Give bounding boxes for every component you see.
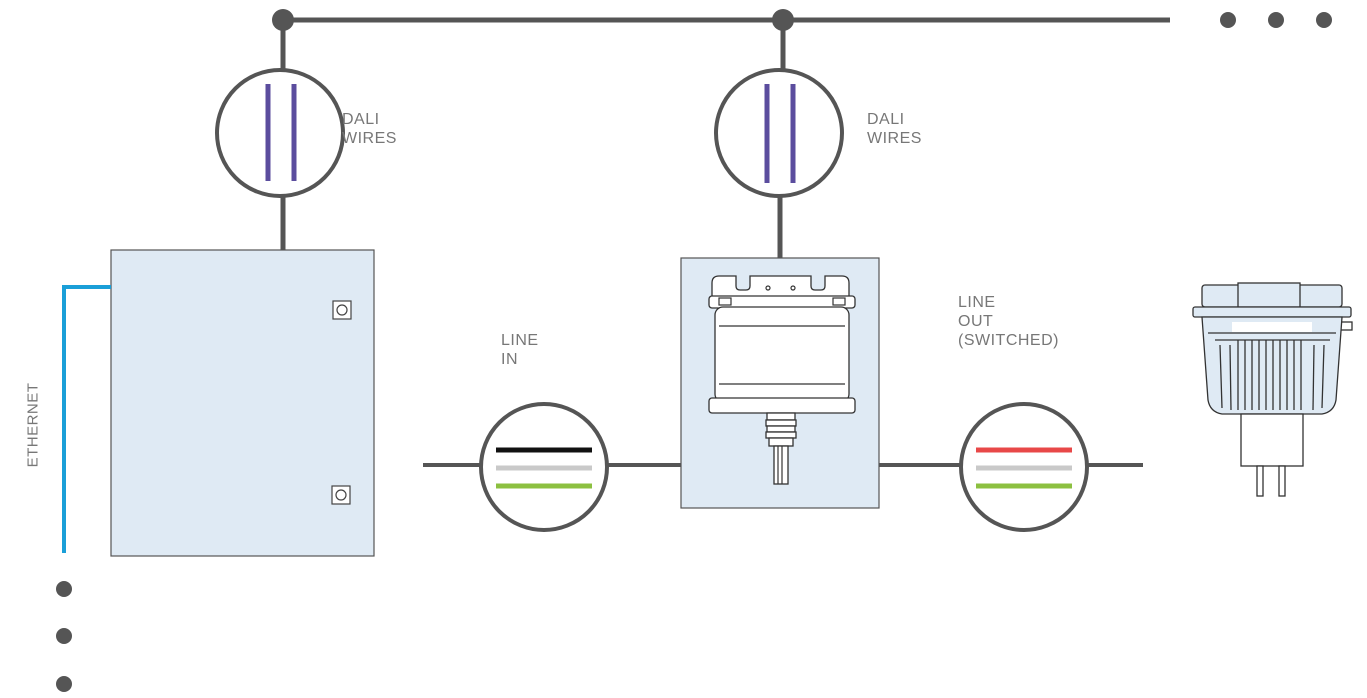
dali-drop-2: [777, 20, 786, 258]
switch-module: [680, 257, 880, 509]
dali-wires-label-2-line1: DALI: [867, 111, 905, 128]
ethernet-label: ETHERNET: [24, 382, 42, 468]
line-out-label: LINE OUT (SWITCHED): [958, 293, 1059, 350]
line-in-callout: [479, 402, 609, 532]
dali-wires-label-2-line2: WIRES: [867, 130, 922, 147]
panel-latch-bottom: [331, 485, 351, 505]
dali-wires-callout-2: [714, 68, 844, 198]
controller-panel: [110, 249, 375, 557]
line-out-callout: [959, 402, 1089, 532]
dali-wires-label-1-line2: WIRES: [342, 130, 397, 147]
dali-wires-label-1: DALI WIRES: [342, 110, 397, 148]
line-in-label-line2: IN: [501, 351, 518, 368]
dali-wires-label-2: DALI WIRES: [867, 110, 922, 148]
line-out-label-line2: OUT: [958, 313, 994, 330]
ethernet-cable: [62, 285, 111, 553]
panel-latch-top: [332, 300, 352, 320]
led-lamp: [1192, 282, 1353, 497]
dali-wires-callout-1: [215, 68, 345, 198]
line-out-label-line1: LINE: [958, 294, 996, 311]
dali-bus: [272, 9, 1170, 31]
bus-continuation-dots: [1220, 12, 1332, 28]
network-continuation-dots: [56, 581, 72, 692]
dali-wires-label-1-line1: DALI: [342, 111, 380, 128]
line-in-label-line1: LINE: [501, 332, 539, 349]
line-out-label-line3: (SWITCHED): [958, 332, 1059, 349]
line-in-label: LINE IN: [501, 331, 539, 369]
